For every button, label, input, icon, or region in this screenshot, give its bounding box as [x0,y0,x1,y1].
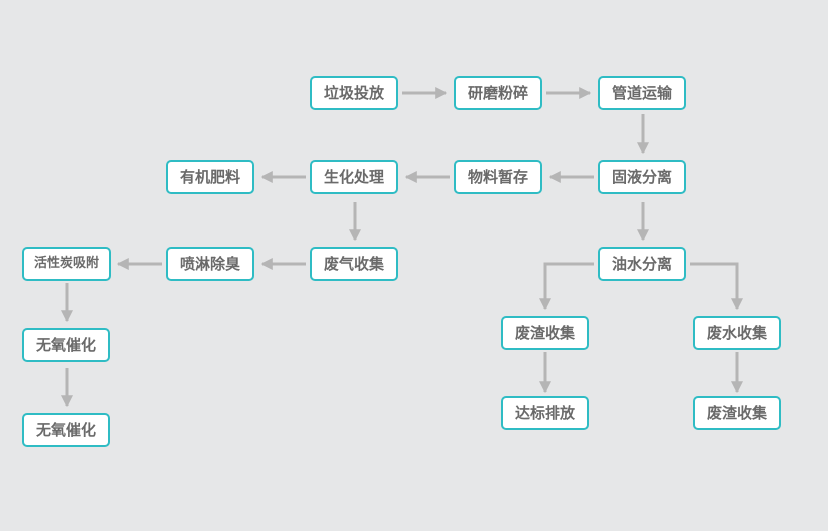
node-solid-liquid-separation: 固液分离 [598,160,686,194]
node-garbage-input: 垃圾投放 [310,76,398,110]
node-anaerobic-catalysis-1: 无氧催化 [22,328,110,362]
node-activated-carbon-adsorption: 活性炭吸附 [22,247,111,281]
node-organic-fertilizer: 有机肥料 [166,160,254,194]
node-anaerobic-catalysis-2: 无氧催化 [22,413,110,447]
node-discharge-compliant: 达标排放 [501,396,589,430]
node-spray-deodorization: 喷淋除臭 [166,247,254,281]
arrow-oilwater-to-wastewater [690,262,743,311]
node-residue-collection-left: 废渣收集 [501,316,589,350]
node-material-storage: 物料暂存 [454,160,542,194]
node-residue-collection-right: 废渣收集 [693,396,781,430]
node-waste-gas-collection: 废气收集 [310,247,398,281]
node-pipe-transport: 管道运输 [598,76,686,110]
arrow-oilwater-to-residue [539,262,594,311]
node-crushing: 研磨粉碎 [454,76,542,110]
node-wastewater-collection: 废水收集 [693,316,781,350]
node-biochemical-treatment: 生化处理 [310,160,398,194]
node-oil-water-separation: 油水分离 [598,247,686,281]
